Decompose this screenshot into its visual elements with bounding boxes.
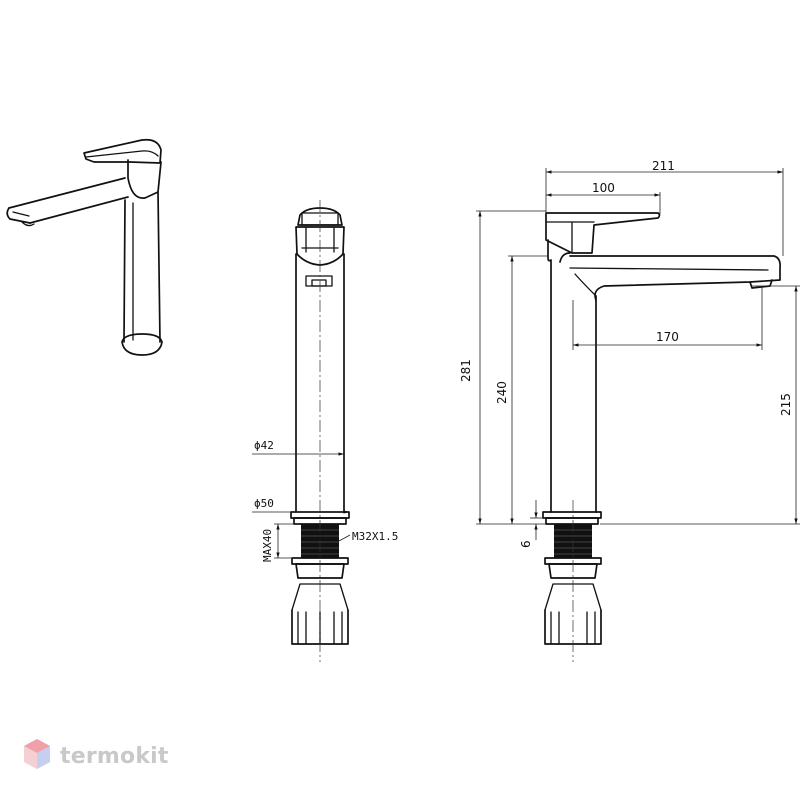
termokit-logo: termokit [22,736,169,776]
side-view [542,212,781,662]
dim-base-diameter: ϕ50 [254,497,274,510]
dim-max-thickness: MAX40 [261,529,274,562]
dim-overall-height: 281 [459,359,473,382]
dim-spout-reach: 170 [656,330,679,344]
dim-spout-height: 215 [779,393,793,416]
dim-base-offset: 6 [519,540,533,548]
dim-overall-length: 211 [652,159,675,173]
termokit-cube-icon [22,737,52,776]
dim-lever-length: 100 [592,181,615,195]
perspective-view [6,138,163,356]
dim-body-diameter: ϕ42 [254,439,274,452]
dim-body-height: 240 [495,381,509,404]
dimension-lines [252,168,800,559]
front-view [290,200,350,662]
dim-thread-size: M32X1.5 [352,530,398,543]
termokit-wordmark: termokit [60,743,169,769]
